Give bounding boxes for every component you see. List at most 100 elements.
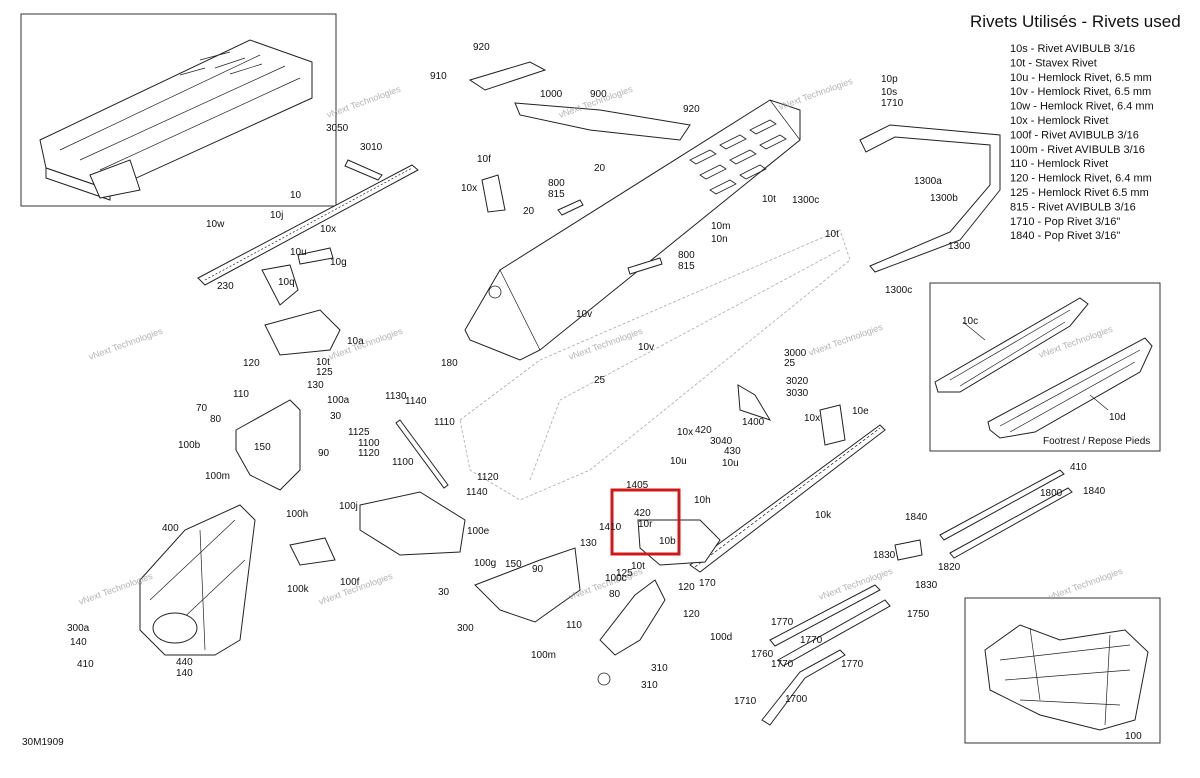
part-callout: 1700 [785, 694, 808, 705]
part-callout: 1830 [915, 580, 938, 591]
watermark-13: vNext Technologies [1047, 566, 1124, 602]
part-callout: 100f [340, 577, 360, 588]
part-callout: 10t [316, 357, 330, 368]
part-callout: 10u [290, 247, 307, 258]
inset-footrest-label-10c: 10c [962, 316, 978, 327]
part-callout: 300 [457, 623, 474, 634]
part-callout: 1400 [742, 417, 765, 428]
part-callout: 1770 [771, 659, 794, 670]
part-callout: 1110 [434, 417, 455, 428]
inset-footrest-caption: Footrest / Repose Pieds [1043, 436, 1150, 447]
part-callout: 100g [474, 558, 496, 569]
part-callout: 900 [590, 89, 607, 100]
part-callout: 800 [548, 178, 565, 189]
brackets [235, 61, 923, 686]
part-callout: 10t [631, 561, 645, 572]
part-callout: 100k [287, 584, 310, 595]
part-callout: 130 [307, 380, 324, 391]
part-callout: 120 [678, 582, 695, 593]
part-callout: 10h [694, 495, 711, 506]
part-callout: 1405 [626, 480, 649, 491]
part-callout: 410 [1070, 462, 1087, 473]
part-callout: 1300c [885, 285, 912, 296]
part-callout: 100d [710, 632, 732, 643]
part-callout: 110 [233, 389, 249, 400]
part-callout: 20 [523, 206, 535, 217]
front-frame-400 [139, 504, 256, 656]
part-callout: 420 [634, 508, 651, 519]
part-callout: 100c [605, 573, 627, 584]
legend-line: 10w - Hemlock Rivet, 6.4 mm [1010, 101, 1154, 113]
part-callout: 10r [638, 519, 653, 530]
legend-line: 10x - Hemlock Rivet [1010, 115, 1108, 127]
part-callout: 10x [804, 413, 820, 424]
part-callout: 100e [467, 526, 490, 537]
part-callout: 125 [316, 367, 333, 378]
part-callout: 800 [678, 250, 695, 261]
watermark-7: vNext Technologies [807, 322, 884, 358]
part-callout: 440 [176, 657, 193, 668]
part-callout: 90 [318, 448, 330, 459]
watermark-1: vNext Technologies [325, 84, 402, 120]
part-callout: 1120 [358, 448, 380, 459]
part-callout: 1130 [385, 391, 407, 402]
part-callout: 100a [327, 395, 350, 406]
part-callout: 110 [566, 620, 582, 631]
part-callout: 10m [711, 221, 730, 232]
part-callout: 10k [815, 510, 832, 521]
legend-line: 815 - Rivet AVIBULB 3/16 [1010, 201, 1136, 213]
inset-tunnel-label: 10 [290, 190, 302, 201]
part-callout: 10u [670, 456, 687, 467]
part-callout: 10f [477, 154, 491, 165]
part-callout: 1840 [1083, 486, 1106, 497]
legend-line: 1840 - Pop Rivet 3/16" [1010, 230, 1120, 242]
part-callout: 100m [531, 650, 556, 661]
part-callout: 10t [825, 229, 839, 240]
runner-10k [689, 424, 886, 573]
inset-tunnel-box: 10 [20, 13, 337, 207]
part-callout: 100m [205, 471, 230, 482]
part-callout: 25 [784, 358, 796, 369]
rail-10j [197, 164, 419, 286]
part-callout: 1100 [392, 457, 414, 468]
part-callout: 1300a [914, 176, 942, 187]
part-callout: 25 [594, 375, 606, 386]
legend-line: 1710 - Pop Rivet 3/16" [1010, 216, 1120, 228]
watermark-3: vNext Technologies [777, 76, 854, 112]
part-callout: 20 [594, 163, 606, 174]
part-callout: 140 [70, 637, 87, 648]
legend-title: Rivets Utilisés - Rivets used [970, 12, 1181, 31]
part-callout: 30 [438, 587, 450, 598]
rails-1700-1750 [761, 584, 891, 726]
highlight-box [610, 488, 681, 556]
watermark-4: vNext Technologies [87, 326, 164, 362]
part-callout: 310 [651, 663, 668, 674]
legend-line: 120 - Hemlock Rivet, 6.4 mm [1010, 173, 1152, 185]
part-callout: 815 [548, 189, 565, 200]
part-callout: 1300 [948, 241, 971, 252]
part-callout: 3010 [360, 142, 383, 153]
part-callout: 3050 [326, 123, 349, 134]
part-callout: 140 [176, 668, 193, 679]
part-callout: 430 [724, 446, 741, 457]
part-callout: 1140 [405, 396, 427, 407]
legend-line: 125 - Hemlock Rivet 6.5 mm [1010, 187, 1149, 199]
part-callout: 1410 [599, 522, 622, 533]
inset-footrest-box: 10c 10d Footrest / Repose Pieds [929, 282, 1161, 452]
part-callout: 1820 [938, 562, 961, 573]
part-callout: 120 [683, 609, 700, 620]
part-callout: 1000 [540, 89, 563, 100]
part-callout: 10e [852, 406, 869, 417]
part-callout: 150 [505, 559, 522, 570]
part-callout: 10n [711, 234, 728, 245]
part-callout: 170 [699, 578, 716, 589]
part-callout: 100j [339, 501, 358, 512]
part-callout: 3040 [710, 436, 733, 447]
part-callout: 310 [641, 680, 658, 691]
part-callout: 180 [441, 358, 458, 369]
part-callout: 1710 [881, 98, 904, 109]
legend-line: 10s - Rivet AVIBULB 3/16 [1010, 43, 1135, 55]
part-callout: 815 [678, 261, 695, 272]
